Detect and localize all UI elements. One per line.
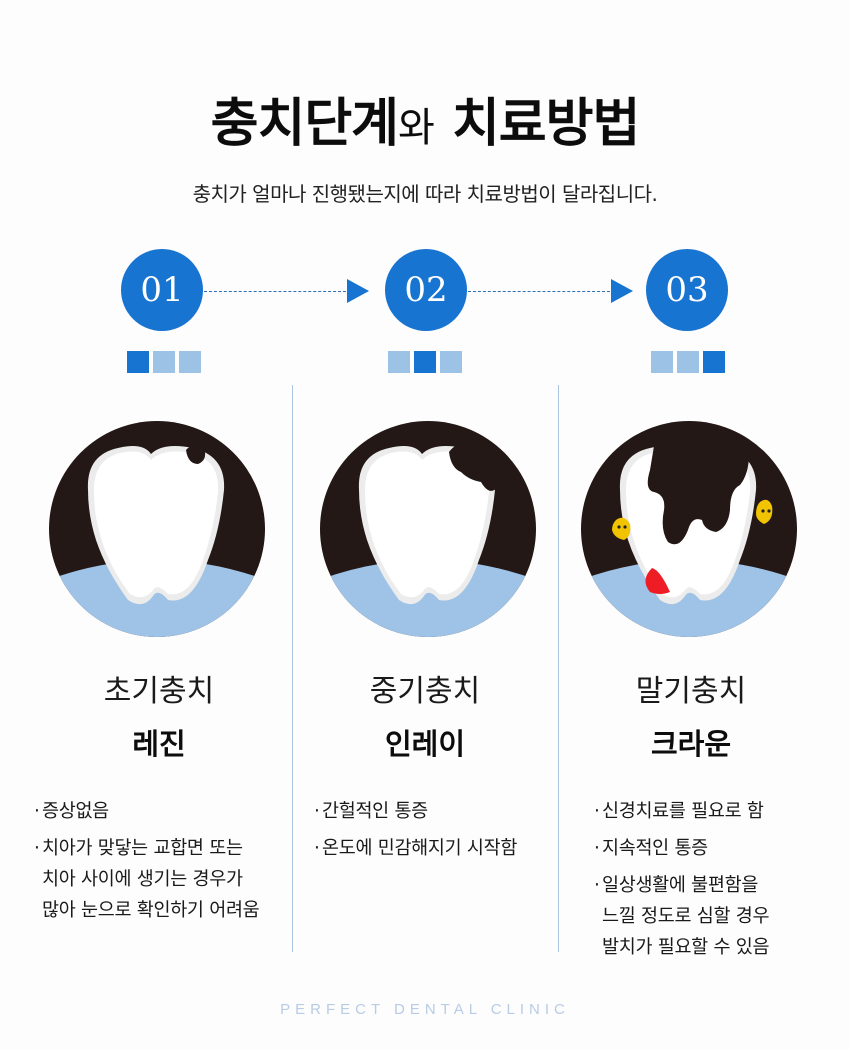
progress-square: [677, 351, 699, 373]
treatment-label-inlay: 인레이: [384, 727, 466, 761]
page-subtitle: 충치가 얼마나 진행됐는지에 따라 치료방법이 달라집니다.: [192, 182, 658, 206]
connector-line-1: [204, 291, 346, 292]
list-item: ·치아가 맞닿는 교합면 또는 치아 사이에 생기는 경우가 많아 눈으로 확인…: [34, 838, 260, 921]
list-item: ·일상생활에 불편함을 느낄 정도로 심할 경우 발치가 필요할 수 있음: [594, 875, 770, 958]
stage-label-middle: 중기충치: [369, 674, 481, 709]
symptom-list-late: ·신경치료를 필요로 함 ·지속적인 통증 ·일상생활에 불편함을 느낄 정도로…: [594, 796, 844, 969]
list-item: ·증상없음: [34, 801, 109, 822]
arrow-right-icon: [611, 279, 633, 303]
tooth-early-decay-icon: [49, 421, 265, 637]
progress-indicator-2: [388, 351, 462, 373]
step-number-01: 01: [121, 249, 203, 331]
tooth-late-decay-icon: [581, 421, 797, 637]
arrow-right-icon: [347, 279, 369, 303]
treatment-label-resin: 레진: [132, 727, 186, 761]
title-bold-2: 치료방법: [451, 94, 640, 154]
progress-square-active: [127, 351, 149, 373]
progress-square: [179, 351, 201, 373]
symptom-list-middle: ·간헐적인 통증 ·온도에 민감해지기 시작함: [314, 796, 558, 870]
stage-label-late: 말기충치: [635, 674, 747, 709]
page-title: 충치단계와 치료방법: [0, 92, 850, 160]
title-bold-1: 충치단계: [210, 94, 399, 154]
clinic-footer: PERFECT DENTAL CLINIC: [280, 1001, 570, 1018]
column-divider: [292, 385, 293, 952]
title-connector: 와: [398, 105, 435, 151]
list-item: ·온도에 민감해지기 시작함: [314, 838, 518, 859]
list-item: ·신경치료를 필요로 함: [594, 801, 764, 822]
symptom-list-early: ·증상없음 ·치아가 맞닿는 교합면 또는 치아 사이에 생기는 경우가 많아 …: [34, 796, 292, 932]
column-divider: [558, 385, 559, 952]
progress-indicator-1: [127, 351, 201, 373]
progress-indicator-3: [651, 351, 725, 373]
progress-square-active: [414, 351, 436, 373]
progress-square: [388, 351, 410, 373]
stage-label-early: 초기충치: [103, 674, 215, 709]
progress-square: [651, 351, 673, 373]
list-item: ·지속적인 통증: [594, 838, 708, 859]
connector-line-2: [468, 291, 610, 292]
treatment-label-crown: 크라운: [650, 727, 732, 761]
step-number-02: 02: [385, 249, 467, 331]
progress-square: [153, 351, 175, 373]
list-item: ·간헐적인 통증: [314, 801, 428, 822]
step-number-03: 03: [646, 249, 728, 331]
tooth-middle-decay-icon: [320, 421, 536, 637]
progress-square-active: [703, 351, 725, 373]
progress-square: [440, 351, 462, 373]
